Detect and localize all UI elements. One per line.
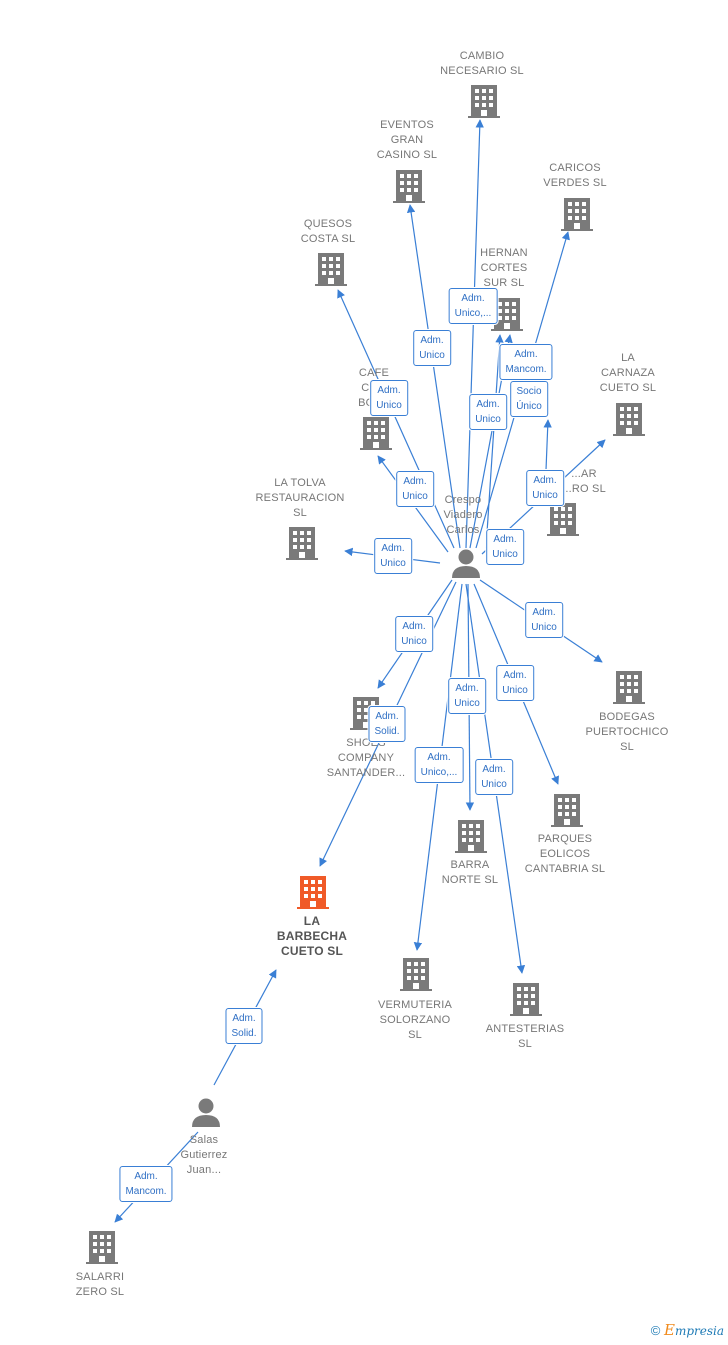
person-label-salas[interactable]: Salas Gutierrez Juan... [180, 1134, 228, 1176]
role-box-salarri: Adm. Mancom. [119, 1166, 173, 1202]
company-label-salarri[interactable]: SALARRI ZERO SL [75, 1271, 125, 1298]
role-box-socio: Socio Único [510, 381, 548, 417]
building-icon-cambio [468, 85, 500, 118]
role-box-barbecha-crespo: Adm. Solid. [368, 706, 406, 742]
building-icon-parques [551, 794, 583, 827]
company-label-caricos[interactable]: CARICOS VERDES SL [543, 162, 607, 189]
company-label-azar[interactable]: ...AR ...RO SL [562, 468, 606, 495]
company-label-antesterias[interactable]: ANTESTERIAS SL [485, 1023, 565, 1050]
role-box-shoes: Adm. Unico [395, 616, 433, 652]
company-label-tolva[interactable]: LA TOLVA RESTAURACION SL [255, 477, 345, 519]
company-label-parques[interactable]: PARQUES EOLICOS CANTABRIA SL [524, 833, 606, 875]
edge-azar [543, 419, 552, 471]
building-icon-salarri [86, 1231, 118, 1264]
role-box-eventos: Adm. Unico [413, 330, 451, 366]
company-label-cambio[interactable]: CAMBIO NECESARIO SL [440, 50, 524, 77]
building-icon-caricos [561, 198, 593, 231]
company-label-hernan[interactable]: HERNAN CORTES SUR SL [480, 247, 528, 289]
building-icon-azar [547, 503, 579, 536]
building-icon-quesos [315, 253, 347, 286]
company-label-barbecha[interactable]: LA BARBECHA CUETO SL [276, 914, 348, 958]
edge-socio [485, 334, 504, 549]
building-icon-cafe [360, 417, 392, 450]
person-icon-crespo [452, 549, 480, 578]
person-label-crespo[interactable]: Crespo Viadero Carlos [443, 494, 483, 536]
edge-quesos [337, 289, 455, 549]
company-label-vermuteria[interactable]: VERMUTERIA SOLORZANO SL [377, 999, 453, 1041]
role-box-vermuteria: Adm. Unico,... [414, 747, 464, 783]
role-box-cambio: Adm. Unico,... [448, 288, 498, 324]
building-icon-carnaza [613, 403, 645, 436]
empresia-footer[interactable]: © Empresia [651, 1321, 724, 1339]
role-box-barbecha-salas: Adm. Solid. [225, 1008, 263, 1044]
building-icon-tolva [286, 527, 318, 560]
role-box-tolva: Adm. Unico [374, 538, 412, 574]
building-icon-barbecha [297, 876, 329, 909]
building-icon-antesterias [510, 983, 542, 1016]
company-label-quesos[interactable]: QUESOS COSTA SL [300, 218, 356, 245]
role-box-azar: Adm. Unico [486, 529, 524, 565]
role-box-bodegas: Adm. Unico [525, 602, 563, 638]
empresia-logo-text: mpresia [674, 1324, 724, 1338]
building-icon-bodegas [613, 671, 645, 704]
role-box-parques: Adm. Unico [496, 665, 534, 701]
role-box-barra: Adm. Unico [448, 678, 486, 714]
edge-cambio [465, 119, 484, 549]
building-icon-vermuteria [400, 958, 432, 991]
company-label-eventos[interactable]: EVENTOS GRAN CASINO SL [376, 119, 438, 161]
company-label-carnaza[interactable]: LA CARNAZA CUETO SL [599, 352, 657, 394]
company-label-shoes[interactable]: SHOES COMPANY SANTANDER... [326, 737, 406, 779]
role-box-carnaza: Adm. Unico [526, 470, 564, 506]
role-box-caricos: Adm. Mancom. [499, 344, 553, 380]
role-box-antesterias: Adm. Unico [475, 759, 513, 795]
company-label-barra[interactable]: BARRA NORTE SL [441, 859, 499, 886]
building-icon-eventos [393, 170, 425, 203]
building-icon-barra [455, 820, 487, 853]
person-icon-salas [192, 1098, 220, 1127]
empresia-logo-initial: E [663, 1321, 675, 1339]
edge-eventos [406, 204, 461, 549]
role-box-hernan: Adm. Unico [469, 394, 507, 430]
company-label-bodegas[interactable]: BODEGAS PUERTOCHICO SL [585, 711, 669, 753]
role-box-cafe: Adm. Unico [396, 471, 434, 507]
role-box-quesos: Adm. Unico [370, 380, 408, 416]
copyright-icon: © [650, 1323, 661, 1338]
